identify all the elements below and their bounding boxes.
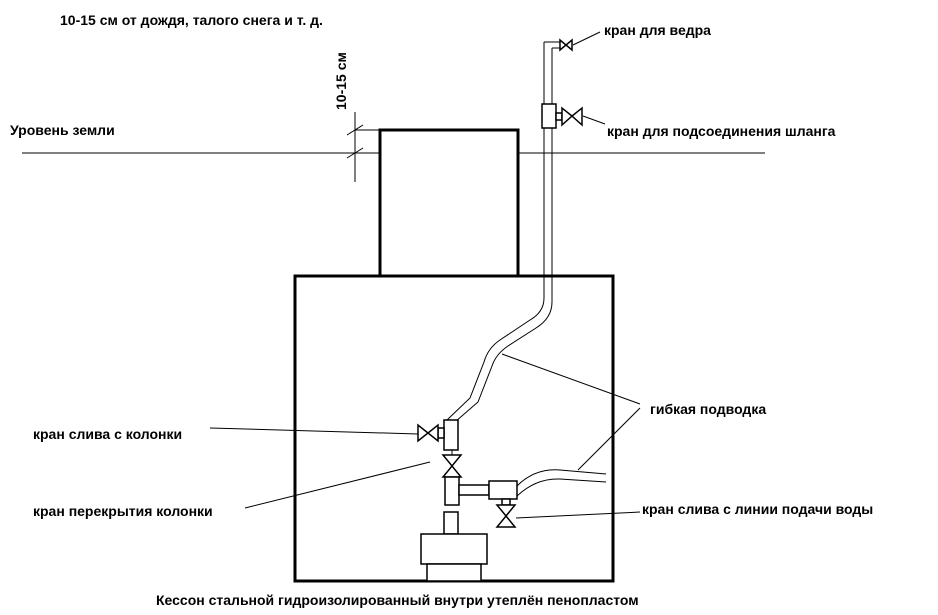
pump-base — [426, 563, 482, 582]
hose-valve-icon — [561, 106, 583, 127]
caption: Кессон стальной гидроизолированный внутр… — [156, 592, 639, 608]
caisson-neck — [378, 128, 520, 278]
top-note: 10-15 см от дождя, талого снега и т. д. — [60, 12, 323, 28]
ground-level-label: Уровень земли — [10, 122, 115, 138]
hose-tee-stub — [555, 112, 563, 121]
column-shutoff-leader — [244, 461, 431, 509]
branch-drain-stub — [501, 498, 511, 506]
column-drain-label: кран слива с колонки — [33, 426, 182, 442]
branch-fitting — [488, 480, 518, 500]
pump-body — [420, 533, 488, 565]
hose-valve-label: кран для подсоединения шланга — [607, 123, 836, 139]
pump-tee — [444, 476, 460, 506]
column-shutoff-valve-icon — [441, 454, 463, 478]
pipe-left-edge — [446, 42, 545, 421]
column-tee — [443, 419, 459, 451]
flex-hose-leader-lower — [577, 407, 641, 471]
column-shutoff-label: кран перекрытия колонки — [33, 503, 213, 519]
bucket-valve-label: кран для ведра — [604, 22, 711, 38]
supply-drain-leader — [515, 511, 641, 519]
hose-tee — [541, 103, 557, 129]
column-drain-leader — [209, 427, 419, 435]
bucket-valve-icon — [559, 38, 573, 52]
flex-hose-right-bottom — [516, 478, 607, 497]
flex-hose-right-top — [516, 469, 607, 487]
supply-drain-valve-icon — [495, 504, 517, 528]
supply-drain-label: кран слива с линии подачи воды — [642, 501, 873, 517]
column-tee-stub — [437, 427, 445, 439]
flex-hose-leader-upper — [501, 353, 641, 405]
flex-hose-label: гибкая подводка — [650, 401, 766, 417]
dimension-tick-bottom — [346, 147, 364, 159]
pump-coupling — [443, 511, 459, 535]
vertical-dimension-label: 10-15 см — [333, 52, 349, 110]
hose-valve-leader — [582, 115, 606, 125]
bucket-valve-leader — [572, 31, 601, 46]
column-drain-valve-icon — [417, 423, 439, 443]
branch-pipe — [458, 484, 490, 496]
pipe-right-edge — [454, 48, 553, 423]
